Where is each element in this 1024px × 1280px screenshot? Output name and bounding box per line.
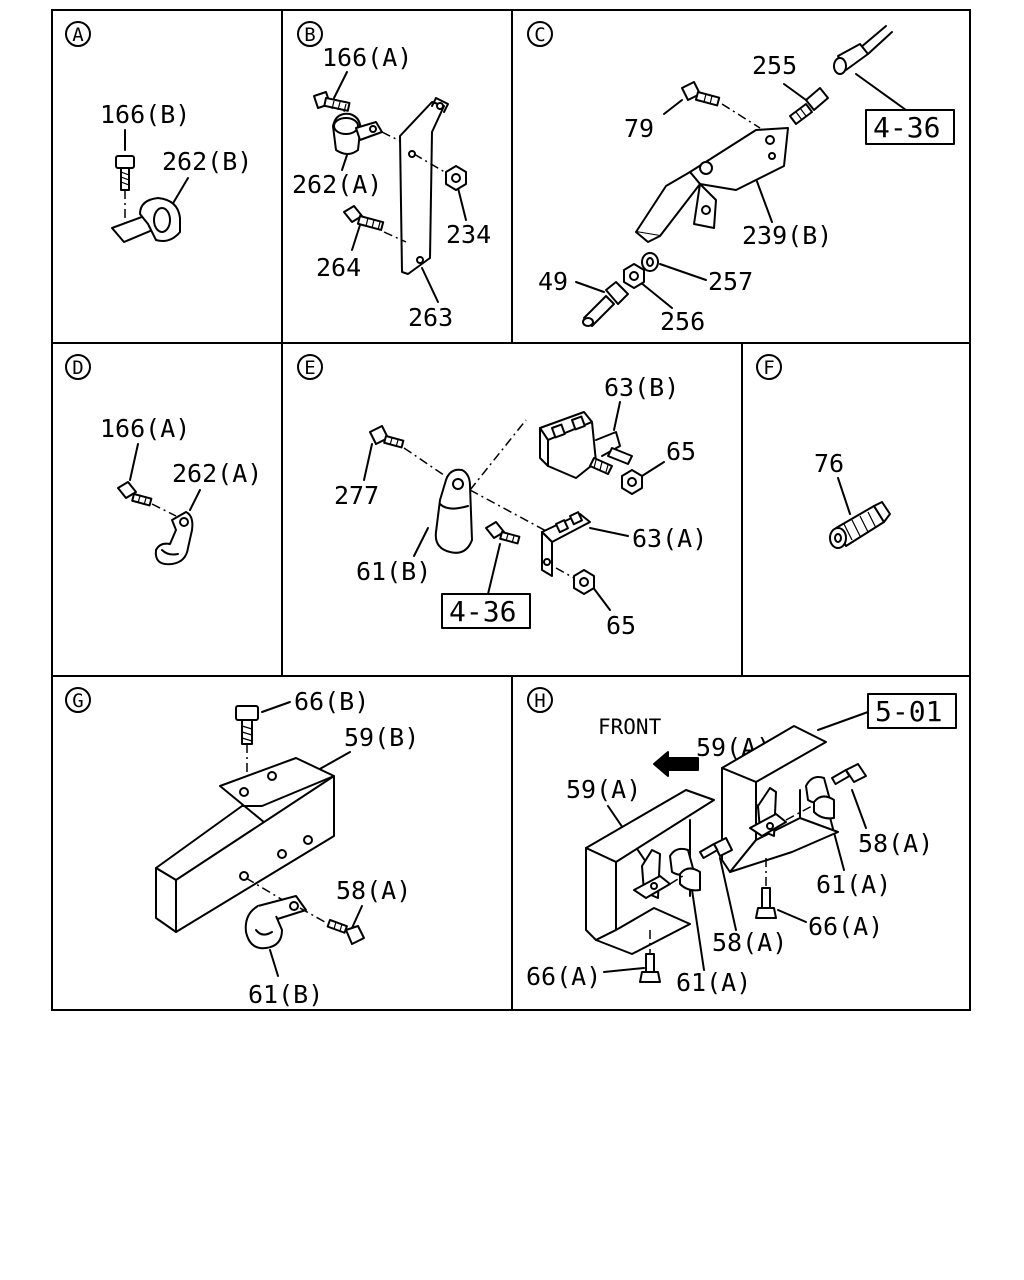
callout-49: 49 xyxy=(538,267,568,296)
callout-262a-d: 262(A) xyxy=(172,459,262,488)
callout-166a: 166(A) xyxy=(322,43,412,72)
front-label: FRONT xyxy=(598,715,662,739)
bracket-63a xyxy=(541,511,591,577)
ref-5-01: 5-01 xyxy=(875,695,942,728)
callout-63b: 63(B) xyxy=(604,373,679,402)
panel-grid xyxy=(51,9,971,1011)
bracket-263 xyxy=(399,97,449,275)
ref-4-36-c: 4-36 xyxy=(873,111,940,144)
nut-65-top xyxy=(621,469,643,495)
bolt-166b xyxy=(115,155,135,191)
callout-262a: 262(A) xyxy=(292,170,382,199)
callout-166a-d: 166(A) xyxy=(100,414,190,443)
callout-79: 79 xyxy=(624,114,654,143)
callout-264: 264 xyxy=(316,253,361,282)
callout-58a-g: 58(A) xyxy=(336,876,411,905)
bracket-59a-front xyxy=(633,849,671,899)
panel-e-letter: E xyxy=(304,357,315,379)
panel-f-letter: F xyxy=(763,357,774,379)
clamp-61a-front xyxy=(669,847,701,892)
bolt-66b xyxy=(235,705,259,745)
frame-member-front xyxy=(585,789,715,955)
panel-b: B 166(A) 262(A) 234 264 263 xyxy=(292,21,491,332)
callout-263: 263 xyxy=(408,303,453,332)
ref-4-36-e: 4-36 xyxy=(449,595,516,628)
bolt-79 xyxy=(681,81,721,107)
fitting-255 xyxy=(789,87,829,125)
callout-65-top: 65 xyxy=(666,437,696,466)
panel-a: A 166(B) 262(B) xyxy=(65,21,252,243)
clamp-61a-rear xyxy=(805,776,835,820)
bolt-166a-d xyxy=(117,481,153,507)
callout-257: 257 xyxy=(708,267,753,296)
callout-277: 277 xyxy=(334,481,379,510)
cable-end xyxy=(833,25,893,75)
stud-63b xyxy=(589,447,633,475)
callout-166b: 166(B) xyxy=(100,100,190,129)
clamp-61b xyxy=(434,468,473,554)
callout-234: 234 xyxy=(446,220,491,249)
washer-257 xyxy=(641,252,659,272)
ref-box-e xyxy=(441,593,531,629)
bolt-277 xyxy=(369,425,405,449)
bolt-58a-g xyxy=(326,919,365,945)
panel-c: C 255 79 239(B) 49 257 256 4-36 xyxy=(527,21,955,336)
callout-66b: 66(B) xyxy=(294,687,369,716)
ref-box-c xyxy=(865,109,955,145)
bolt-49 xyxy=(582,281,629,327)
callout-59b: 59(B) xyxy=(344,723,419,752)
clamp-61b-g xyxy=(244,895,307,950)
grease-nipple-76 xyxy=(829,501,891,549)
bolt-58a-rear xyxy=(831,763,867,786)
bracket-63b xyxy=(539,411,621,479)
nut-234 xyxy=(445,165,467,191)
callout-61a-center: 61(A) xyxy=(676,968,751,997)
panel-g-letter: G xyxy=(72,690,83,712)
panel-c-letter: C xyxy=(534,24,545,46)
nut-65-bottom xyxy=(573,569,595,595)
panel-e: E 63(B) 65 277 63(A) 61(B) 65 4-36 xyxy=(297,354,707,640)
bracket-59a-rear xyxy=(749,787,787,837)
callout-63a: 63(A) xyxy=(632,524,707,553)
bolt-264 xyxy=(343,205,385,231)
bolt-ref-4-36 xyxy=(485,521,521,545)
callout-61b-g: 61(B) xyxy=(248,980,323,1009)
callout-256: 256 xyxy=(660,307,705,336)
panel-f: F 76 xyxy=(756,354,891,549)
callout-262b: 262(B) xyxy=(162,147,252,176)
callout-239b: 239(B) xyxy=(742,221,832,250)
bolt-66a-left xyxy=(639,930,661,983)
nut-256 xyxy=(623,263,645,289)
clamp-262a-d xyxy=(154,511,194,566)
clamp-262a xyxy=(332,112,383,155)
panel-d: D 166(A) 262(A) xyxy=(65,354,262,566)
bracket-59b xyxy=(155,757,335,933)
front-arrow-icon xyxy=(653,751,699,777)
callout-61a-right: 61(A) xyxy=(816,870,891,899)
callout-66a-right: 66(A) xyxy=(808,912,883,941)
callout-58a-center: 58(A) xyxy=(712,928,787,957)
callout-65-bottom: 65 xyxy=(606,611,636,640)
clamp-262b xyxy=(111,197,181,243)
callout-255: 255 xyxy=(752,51,797,80)
panel-d-letter: D xyxy=(72,357,83,379)
bolt-58a-center xyxy=(699,837,733,860)
callout-61b: 61(B) xyxy=(356,557,431,586)
bolt-166a xyxy=(313,91,351,113)
callout-76: 76 xyxy=(814,449,844,478)
callout-59a-left: 59(A) xyxy=(566,775,641,804)
callout-66a-left: 66(A) xyxy=(526,962,601,991)
panel-h: H FRONT 59(A) 59(A) 58(A) 61(A) 66(A) 58… xyxy=(526,687,957,997)
panel-b-letter: B xyxy=(304,24,315,46)
panel-h-letter: H xyxy=(534,690,545,712)
panel-g: G 66(B) 59(B) 58(A) 61(B) xyxy=(65,687,419,1009)
bolt-66a-right xyxy=(755,858,777,919)
panel-a-letter: A xyxy=(72,24,84,46)
callout-58a-right: 58(A) xyxy=(858,829,933,858)
bracket-239b xyxy=(635,127,789,243)
